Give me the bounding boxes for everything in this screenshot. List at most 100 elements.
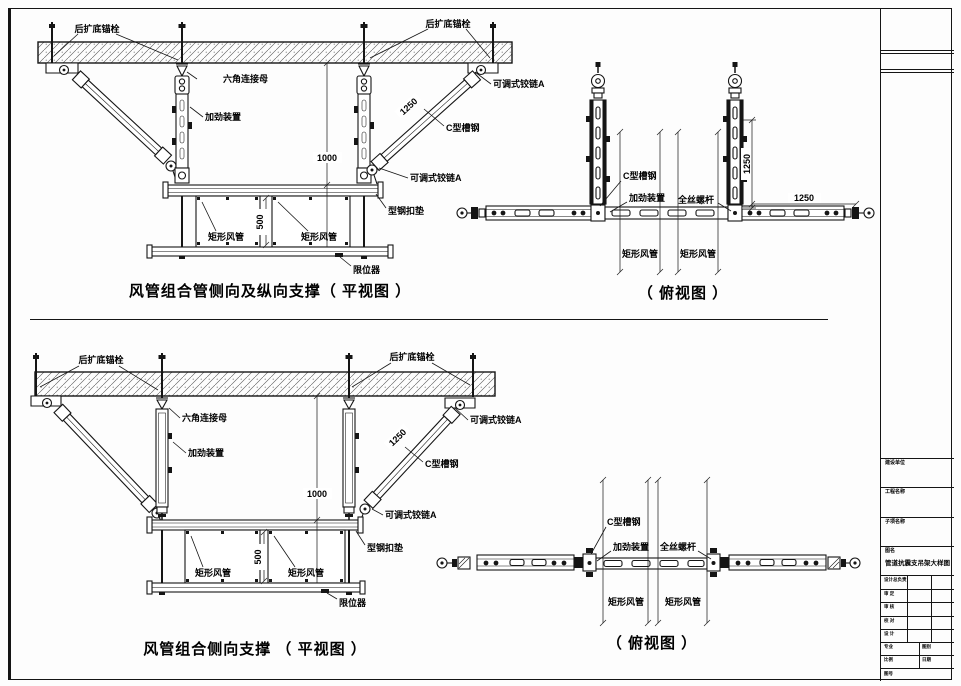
label-stiffener: 加劲装置 bbox=[628, 192, 665, 203]
hinge-bottom-right bbox=[359, 503, 371, 521]
label-hex-nut: 六角连接母 bbox=[223, 73, 268, 84]
title-block-divider bbox=[881, 517, 954, 518]
label-c-channel: C型槽钢 bbox=[446, 122, 480, 133]
label-hinge-top: 可调式铰链A bbox=[493, 78, 545, 89]
panel3-caption: 风管组合侧向支撑 （ 平视图 ） bbox=[143, 640, 367, 658]
diagonal-brace-left bbox=[71, 70, 173, 165]
title-block-divider bbox=[881, 72, 954, 73]
title-block-divider bbox=[881, 629, 954, 630]
diagonal-brace-right bbox=[370, 70, 482, 172]
title-block-divider bbox=[881, 69, 954, 70]
anchor-bolt-right bbox=[470, 353, 476, 397]
hinge-bracket-right bbox=[444, 397, 476, 411]
title-block-divider bbox=[881, 668, 954, 669]
title-block-field-label: 图名 bbox=[885, 548, 896, 554]
panel-separator-line bbox=[30, 319, 828, 320]
dim-1250v-text: 1250 bbox=[742, 154, 752, 174]
title-block-divider bbox=[881, 655, 954, 656]
label-stiffener: 加劲装置 bbox=[187, 447, 224, 458]
label-anchor-bolt-right: 后扩底锚栓 bbox=[425, 18, 470, 29]
title-block-drawing-title: 管道抗震支吊架大样图 bbox=[885, 560, 950, 567]
bottom-beam bbox=[146, 244, 394, 259]
label-limiter: 限位器 bbox=[353, 264, 381, 275]
label-hinge-top: 可调式铰链A bbox=[470, 414, 522, 425]
label-anchor-bolt-left: 后扩底锚栓 bbox=[78, 354, 123, 365]
leader-lines bbox=[53, 28, 492, 267]
anchor-bolt-left bbox=[33, 353, 39, 399]
panel4-caption: （ 俯视图 ） bbox=[607, 634, 697, 652]
rect-duct-right bbox=[271, 195, 351, 248]
label-duct-left: 矩形风管 bbox=[607, 596, 644, 607]
label-duct-right: 矩形风管 bbox=[300, 231, 337, 242]
title-block-grid-label: 审 定 bbox=[884, 591, 895, 596]
leader-lines bbox=[590, 526, 712, 562]
diagonal-brace-right bbox=[363, 405, 461, 510]
leader-lines bbox=[599, 180, 732, 213]
dimension-1000: 1000 bbox=[303, 392, 332, 583]
title-block-divider bbox=[881, 458, 954, 459]
label-hinge-bottom: 可调式铰链A bbox=[385, 509, 437, 520]
title-block-divider bbox=[881, 602, 954, 603]
label-anchor-bolt-left: 后扩底锚栓 bbox=[74, 23, 119, 34]
label-duct-right: 矩形风管 bbox=[287, 567, 324, 578]
title-block-divider bbox=[881, 642, 954, 643]
label-duct-right: 矩形风管 bbox=[664, 596, 701, 607]
label-limiter: 限位器 bbox=[339, 597, 367, 608]
title-block-grid-label: 日期 bbox=[922, 657, 931, 662]
hinge-bottom-right bbox=[366, 164, 378, 185]
title-block-divider bbox=[881, 50, 954, 51]
hinge-bracket-right bbox=[467, 62, 499, 76]
dimension-1250-horizontal: 1250 bbox=[748, 193, 860, 208]
horizontal-assembly bbox=[436, 548, 861, 577]
title-block-grid-label: 图别 bbox=[922, 644, 931, 649]
panel-elevation-lateral-longitudinal: 500 1000 1250 后扩底锚栓 后扩底锚栓 六角连接母 加劲装置 可调式… bbox=[37, 18, 545, 300]
dimension-500: 500 bbox=[253, 528, 268, 585]
label-c-channel: C型槽钢 bbox=[607, 516, 641, 527]
label-duct-right: 矩形风管 bbox=[679, 248, 716, 259]
panel-plan-top: 1250 1250 C型槽钢 加劲装置 全丝螺杆 矩形风管 矩形风管 （ 俯视图… bbox=[456, 61, 875, 302]
ceiling-slab bbox=[34, 371, 496, 397]
label-duct-left: 矩形风管 bbox=[194, 567, 231, 578]
title-block-divider bbox=[881, 546, 954, 547]
bottom-beam bbox=[146, 580, 366, 595]
label-duct-left: 矩形风管 bbox=[621, 248, 658, 259]
panel2-caption: （ 俯视图 ） bbox=[638, 284, 728, 302]
rect-duct-right bbox=[267, 529, 346, 584]
label-c-channel: C型槽钢 bbox=[623, 170, 657, 181]
label-c-channel: C型槽钢 bbox=[425, 458, 459, 469]
title-block-divider bbox=[881, 575, 954, 576]
title-block-field-label: 建设单位 bbox=[885, 460, 906, 466]
dim-1000-text: 1000 bbox=[307, 489, 327, 499]
anchor-bolt-left bbox=[49, 22, 55, 66]
label-stiffener: 加劲装置 bbox=[204, 111, 241, 122]
duct-reference-lines bbox=[616, 128, 722, 276]
title-block-field-label: 子项名称 bbox=[885, 519, 906, 525]
dim-500-text: 500 bbox=[253, 549, 263, 564]
title-block-grid-label: 比例 bbox=[884, 657, 893, 662]
label-threaded-rod: 全丝螺杆 bbox=[659, 541, 696, 552]
dimension-500: 500 bbox=[255, 194, 270, 249]
title-block-grid-label: 设 计 bbox=[884, 631, 895, 636]
title-block-column-line bbox=[931, 575, 932, 642]
label-hinge-bottom: 可调式铰链A bbox=[410, 172, 462, 183]
dimension-1000: 1000 bbox=[313, 59, 342, 247]
title-block-divider bbox=[881, 616, 954, 617]
label-steel-pad: 型钢扣垫 bbox=[367, 542, 403, 553]
label-threaded-rod: 全丝螺杆 bbox=[677, 194, 714, 205]
diagonal-brace-left bbox=[53, 403, 159, 514]
leader-lines bbox=[39, 362, 471, 600]
label-duct-left: 矩形风管 bbox=[207, 231, 244, 242]
title-block-divider bbox=[881, 589, 954, 590]
label-stiffener: 加劲装置 bbox=[612, 541, 649, 552]
rect-duct-left bbox=[195, 195, 261, 248]
title-block-grid-label: 审 核 bbox=[884, 604, 895, 609]
title-block-column-line bbox=[907, 575, 908, 642]
anchor-bolt-right bbox=[490, 22, 496, 66]
dim-1000-text: 1000 bbox=[317, 153, 337, 163]
title-block-divider bbox=[881, 487, 954, 488]
title-block-grid-label: 图号 bbox=[884, 671, 893, 676]
dim-500-text: 500 bbox=[255, 214, 265, 229]
title-block-grid-label: 设计总负责 bbox=[884, 577, 907, 582]
sheet-border-left bbox=[8, 8, 11, 680]
dimension-1250-vertical: 1250 bbox=[741, 116, 756, 212]
